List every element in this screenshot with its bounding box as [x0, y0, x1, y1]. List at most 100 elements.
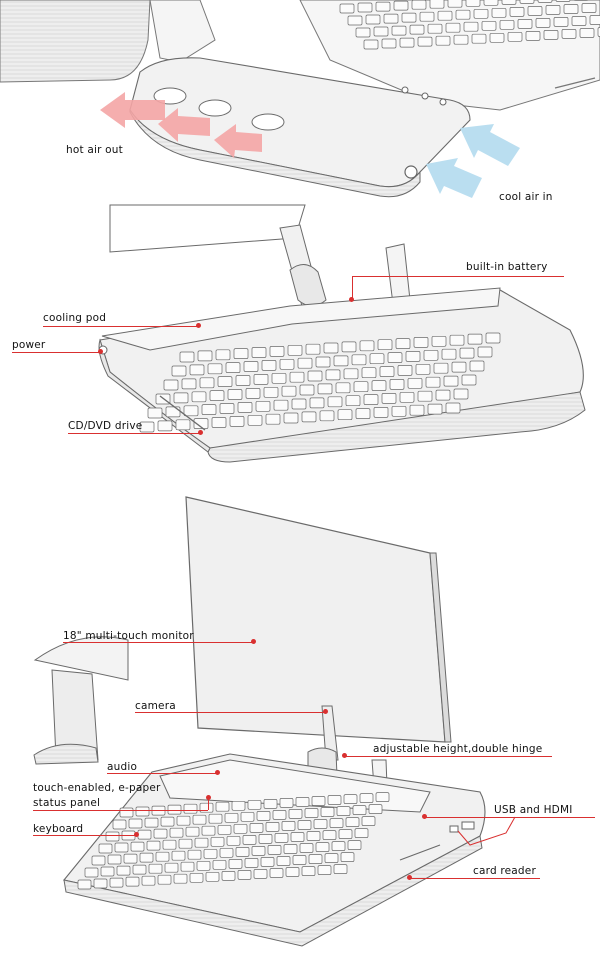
key: [237, 870, 252, 880]
key: [201, 404, 217, 415]
key: [324, 853, 339, 863]
leader-epaper-rise: [208, 797, 209, 810]
key: [157, 874, 172, 885]
leader-cooling-pod: [43, 326, 199, 327]
key: [249, 823, 264, 833]
key: [375, 1, 391, 12]
key: [199, 802, 214, 813]
key: [192, 814, 207, 825]
key: [507, 31, 523, 42]
dot-usb-hdmi: [422, 814, 427, 819]
key: [297, 820, 312, 830]
key: [333, 355, 349, 367]
key: [165, 406, 181, 418]
key: [339, 3, 355, 14]
key: [283, 412, 299, 424]
key: [563, 4, 579, 14]
key: [361, 816, 376, 826]
key: [199, 377, 215, 389]
key: [256, 811, 271, 821]
key: [301, 411, 317, 423]
key: [423, 349, 439, 361]
key: [527, 6, 543, 16]
leader-camera: [135, 712, 325, 713]
key: [336, 806, 351, 816]
rear-closeup: [0, 0, 600, 198]
key: [255, 400, 271, 412]
key: [219, 847, 234, 858]
key: [365, 14, 381, 25]
key: [313, 819, 328, 829]
key: [435, 35, 451, 46]
key: [354, 828, 369, 838]
key: [135, 806, 150, 817]
key: [308, 854, 323, 864]
key: [355, 27, 371, 38]
key: [491, 7, 507, 18]
cool-air-arrows: [426, 124, 520, 198]
key: [451, 361, 467, 373]
key: [212, 859, 227, 870]
key: [409, 24, 425, 35]
key: [183, 405, 199, 417]
key: [251, 846, 266, 856]
key: [153, 828, 168, 839]
key: [581, 3, 597, 13]
key: [371, 380, 387, 391]
key: [553, 17, 569, 27]
key: [139, 421, 155, 433]
key: [501, 0, 517, 5]
key: [317, 865, 332, 875]
key: [137, 829, 152, 840]
key: [263, 799, 278, 809]
key: [485, 332, 501, 344]
label-power: power: [12, 339, 46, 351]
key: [561, 29, 577, 39]
key: [233, 348, 249, 359]
key: [263, 386, 279, 398]
key: [537, 0, 553, 3]
key: [306, 831, 321, 841]
key: [287, 344, 303, 356]
key: [209, 390, 225, 401]
front-base-front: [63, 835, 483, 947]
key: [299, 843, 314, 853]
key: [245, 388, 261, 399]
key: [100, 866, 115, 877]
key: [289, 371, 305, 383]
hot-air-arrows: [100, 92, 262, 158]
key: [377, 339, 393, 351]
key: [235, 847, 250, 857]
key: [251, 347, 267, 358]
label-usb-hdmi: USB and HDMI: [494, 804, 573, 816]
key: [471, 33, 487, 44]
key: [205, 871, 220, 882]
key: [185, 826, 200, 837]
leader-usb-hdmi: [425, 817, 595, 818]
key: [347, 840, 362, 850]
key: [164, 862, 179, 873]
key: [473, 8, 489, 19]
key: [169, 827, 184, 838]
key: [519, 0, 535, 4]
key: [413, 337, 429, 348]
key: [363, 394, 379, 405]
key: [463, 21, 479, 32]
key: [373, 407, 389, 418]
key: [175, 419, 191, 431]
key: [489, 32, 505, 43]
key: [589, 15, 600, 25]
key: [345, 395, 361, 407]
label-hot-air-out: hot air out: [66, 144, 123, 156]
dot-cooling-pod: [196, 323, 201, 328]
label-cd-dvd-drive: CD/DVD drive: [68, 420, 143, 432]
key: [243, 361, 259, 372]
key: [401, 12, 417, 23]
key: [359, 793, 374, 803]
key: [91, 855, 106, 866]
key: [160, 816, 175, 827]
key: [545, 5, 561, 15]
key: [383, 13, 399, 24]
leader-epaper: [33, 810, 208, 811]
label-built-in-battery: built-in battery: [466, 261, 548, 273]
